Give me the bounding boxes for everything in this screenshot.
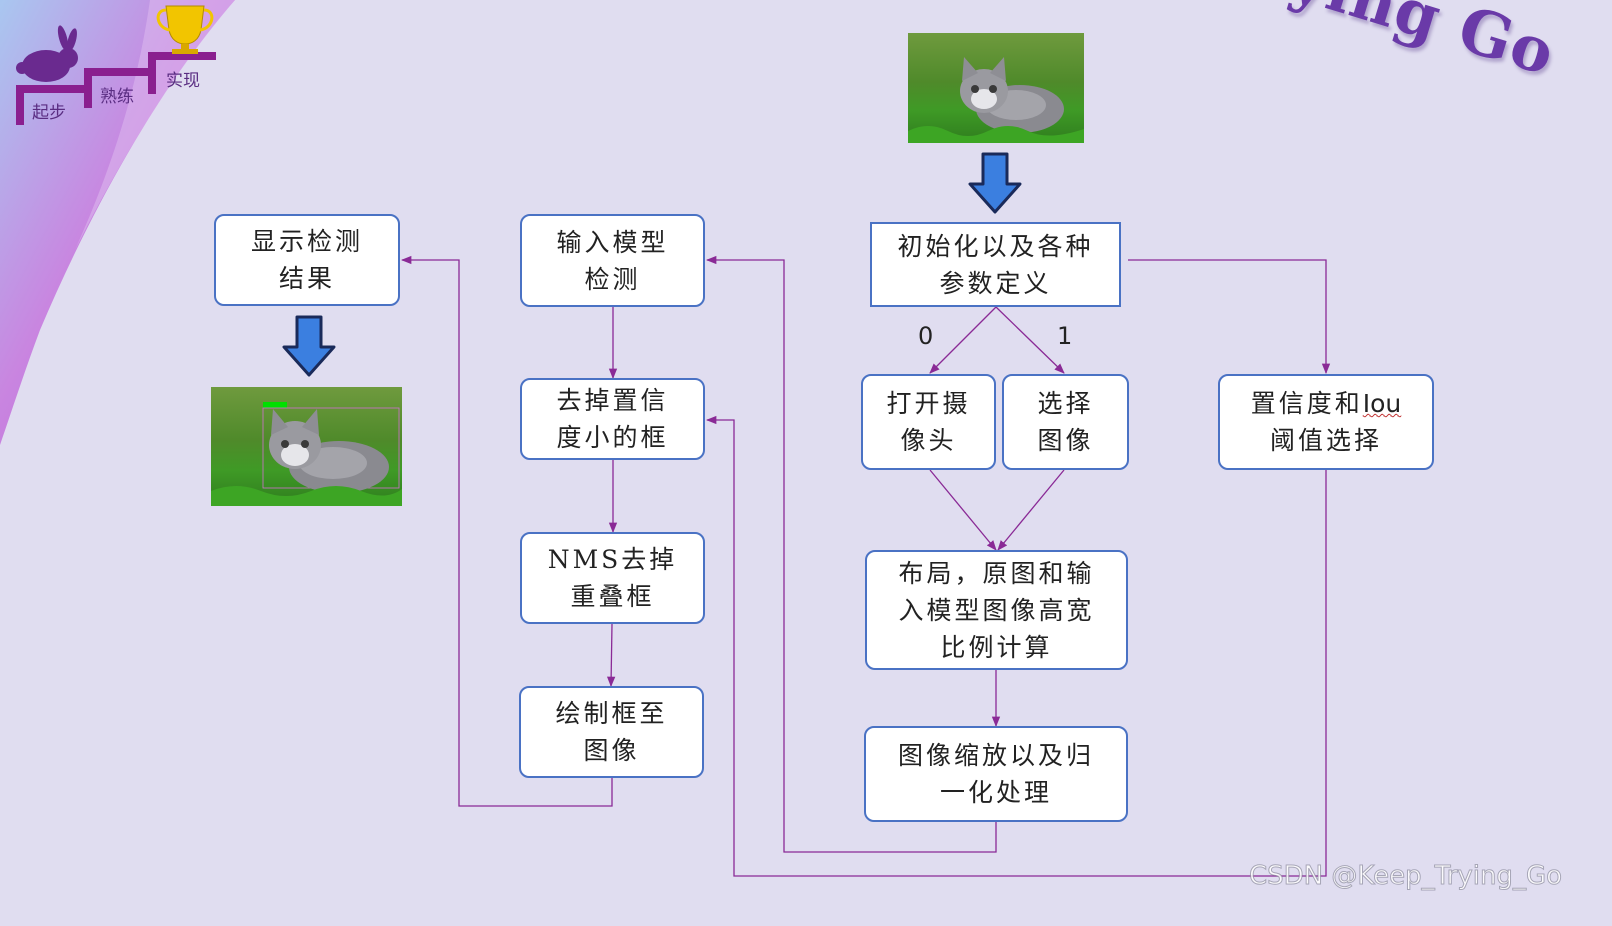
draw-boxes-node: 绘制框至 图像 — [519, 686, 704, 778]
cat-photo-with-detection — [211, 387, 402, 506]
cat-output-drawing — [211, 387, 402, 506]
layout-ratio-label: 布局，原图和输 入模型图像高宽 比例计算 — [898, 555, 1094, 666]
threshold-label-iou: Iou — [1363, 389, 1402, 418]
threshold-label-pre: 置信度和 — [1251, 389, 1363, 418]
resize-normalize-node: 图像缩放以及归 一化处理 — [864, 726, 1128, 822]
remove-low-conf-label: 去掉置信 度小的框 — [556, 382, 668, 456]
down-arrow-input — [968, 152, 1022, 214]
stair-label-start: 起步 — [32, 98, 66, 123]
model-detect-node: 输入模型 检测 — [520, 214, 705, 307]
branch-label-1: 1 — [1057, 322, 1072, 350]
show-result-label: 显示检测 结果 — [251, 223, 363, 297]
down-arrow-output — [282, 315, 336, 377]
branch-label-0: 0 — [918, 322, 933, 350]
csdn-watermark: CSDN @Keep_Trying_Go — [1249, 861, 1562, 891]
threshold-select-node: 置信度和Iou 阈值选择 — [1218, 374, 1434, 470]
init-params-label: 初始化以及各种 参数定义 — [897, 228, 1093, 302]
stair-label-achieve: 实现 — [166, 66, 200, 91]
draw-boxes-label: 绘制框至 图像 — [555, 695, 667, 769]
show-result-node: 显示检测 结果 — [214, 214, 400, 306]
open-camera-node: 打开摄 像头 — [861, 374, 996, 470]
layout-ratio-node: 布局，原图和输 入模型图像高宽 比例计算 — [865, 550, 1128, 670]
threshold-label: 置信度和Iou 阈值选择 — [1251, 385, 1402, 459]
cat-photo — [908, 33, 1084, 143]
cat-photo-drawing — [908, 33, 1084, 143]
select-image-node: 选择 图像 — [1002, 374, 1129, 470]
detection-label-box — [263, 402, 287, 408]
stair-label-skilled: 熟练 — [100, 82, 134, 107]
resize-normalize-label: 图像缩放以及归 一化处理 — [898, 737, 1094, 811]
select-image-label: 选择 图像 — [1037, 385, 1093, 459]
open-camera-label: 打开摄 像头 — [886, 385, 970, 459]
nms-label: NMS去掉 重叠框 — [548, 541, 678, 615]
init-params-node: 初始化以及各种 参数定义 — [870, 222, 1121, 307]
threshold-label-post: 阈值选择 — [1270, 426, 1382, 455]
model-detect-label: 输入模型 检测 — [556, 224, 668, 298]
nms-node: NMS去掉 重叠框 — [520, 532, 705, 624]
remove-low-conf-node: 去掉置信 度小的框 — [520, 378, 705, 460]
